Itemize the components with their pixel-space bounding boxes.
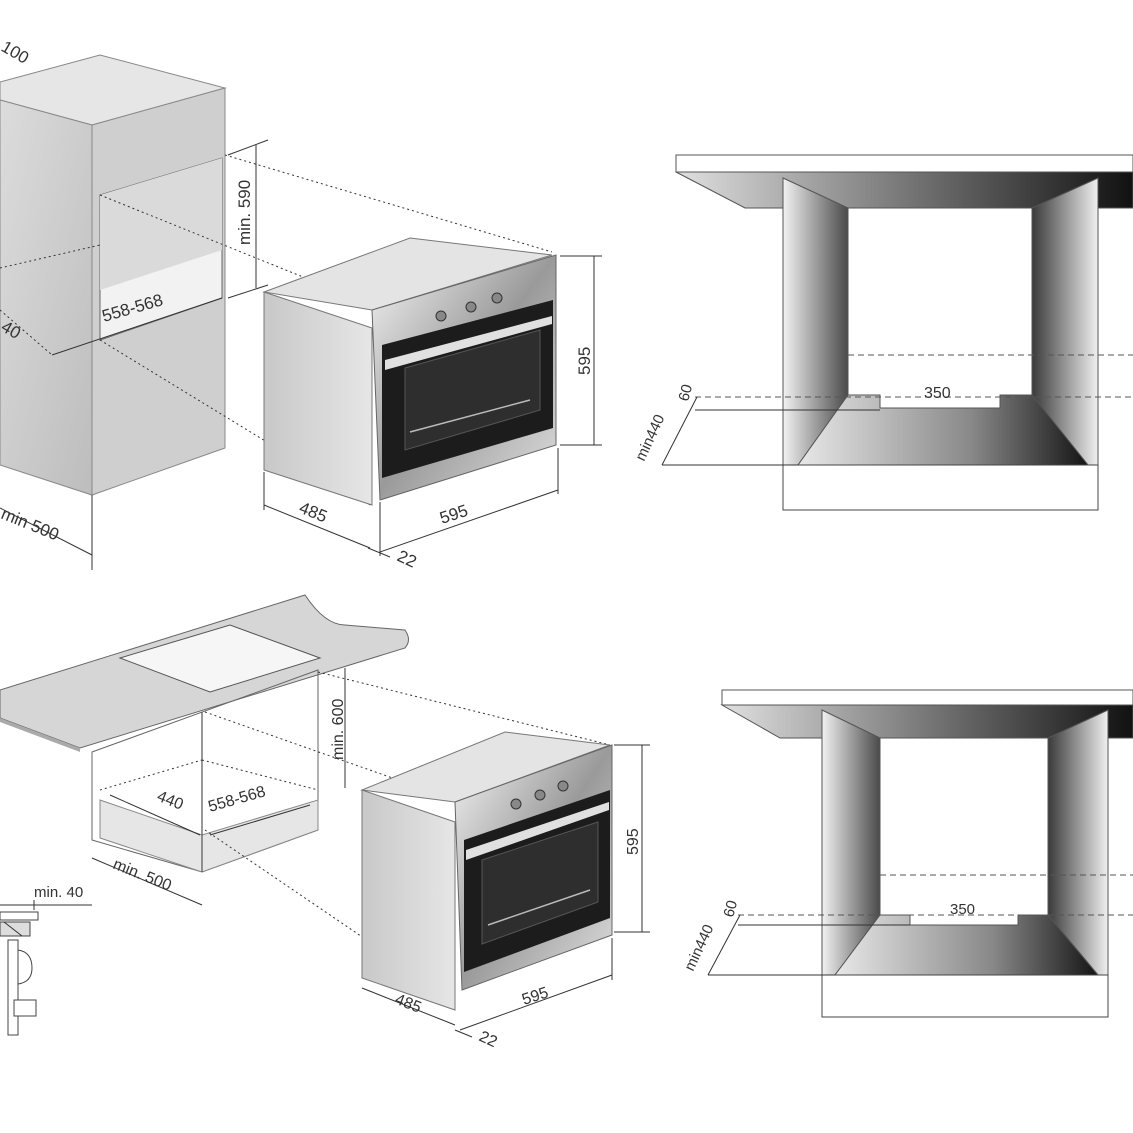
label-front-depth: 22 — [394, 546, 419, 571]
label-cavity-width: 558-568 — [206, 783, 267, 816]
oven-knob[interactable] — [557, 780, 569, 792]
oven-knob[interactable] — [435, 310, 447, 322]
label-cabinet-depth: min 500 — [0, 504, 62, 544]
oven-knob[interactable] — [465, 301, 477, 313]
hob-cutout — [118, 624, 322, 693]
countertop — [721, 689, 1133, 706]
oven-top — [360, 731, 611, 803]
label-oven-depth: 485 — [297, 498, 330, 526]
oven-side — [263, 291, 373, 506]
label-cavity-depth: 440 — [155, 788, 186, 814]
label-oven-width: 595 — [437, 501, 470, 528]
oven-handle-line — [409, 399, 531, 433]
diagram-top-view-1: 350 60 min440 — [632, 154, 1133, 511]
label-cavity-height: min. 600 — [330, 699, 347, 760]
label-opening-depth: 350 — [950, 901, 975, 918]
label-cabinet-depth: min. 500 — [111, 856, 174, 895]
label-cavity-depth: 40 — [0, 317, 24, 343]
label-oven-width: 595 — [520, 984, 551, 1008]
oven-knob[interactable] — [491, 292, 503, 304]
label-top-depth: 100 — [0, 37, 32, 68]
oven-side — [361, 789, 456, 1011]
label-cavity-height: min. 590 — [235, 180, 254, 245]
pipe-detail: min. 40 — [0, 884, 92, 1036]
label-min-depth: min440 — [632, 412, 668, 464]
oven-inner-window — [481, 821, 599, 945]
label-gap: 60 — [675, 383, 696, 404]
oven-knob[interactable] — [534, 789, 546, 801]
oven-knob[interactable] — [510, 798, 522, 810]
label-oven-height: 595 — [575, 347, 594, 375]
frame-outline — [821, 974, 1109, 1018]
label-min-depth: min440 — [681, 922, 717, 974]
worktop-edge — [0, 718, 80, 752]
diagram-tall-cabinet: min. 590 558-568 40 100 min 500 595 595 — [0, 37, 602, 572]
oven-top — [262, 237, 553, 311]
cabinet-left-face — [0, 99, 93, 496]
oven-inner-window — [404, 329, 541, 451]
oven-handle — [466, 802, 609, 860]
countertop — [675, 154, 1133, 173]
label-gap: 60 — [720, 899, 741, 920]
frame-outline — [782, 464, 1099, 511]
diagram-under-counter: min. 600 440 558-568 min. 500 min. 40 — [0, 594, 650, 1051]
oven-handle — [385, 316, 552, 370]
diagram-top-view-2: 350 60 min440 — [681, 689, 1133, 1018]
label-oven-height: 595 — [625, 828, 642, 855]
oven-handle-line — [487, 889, 591, 926]
label-front-depth: 22 — [476, 1028, 499, 1051]
label-clearance: min. 40 — [34, 884, 83, 901]
label-opening-depth: 350 — [924, 385, 951, 402]
cavity-inner — [100, 158, 222, 290]
